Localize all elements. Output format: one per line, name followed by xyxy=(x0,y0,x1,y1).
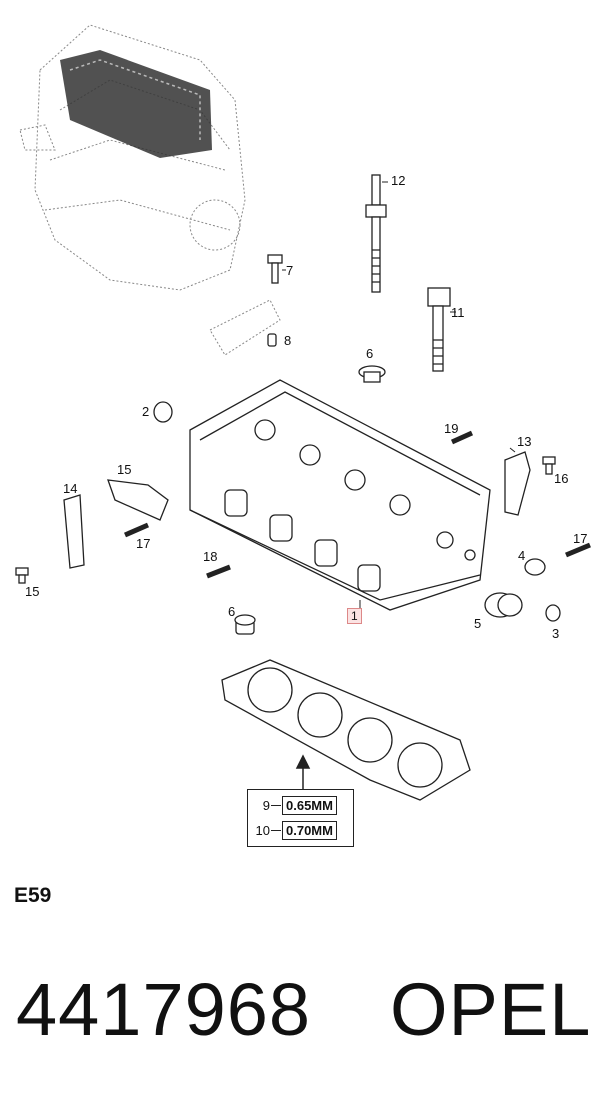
small-bolt xyxy=(267,254,283,284)
dowel-pin xyxy=(267,333,277,347)
bracket-15 xyxy=(107,479,169,521)
spec-dash xyxy=(271,829,281,831)
callout-12: 12 xyxy=(391,173,406,188)
callout-2: 2 xyxy=(142,404,150,419)
spec-dash xyxy=(271,804,281,806)
spec-thickness: 0.70MM xyxy=(282,820,337,840)
leader-lines xyxy=(282,181,516,608)
plug-5 xyxy=(484,592,523,618)
callout-7: 7 xyxy=(286,263,294,278)
spec-arrow xyxy=(295,754,311,789)
cylinder-head xyxy=(189,379,491,611)
callout-4: 4 xyxy=(518,548,526,563)
callout-6-bottom: 6 xyxy=(228,604,236,619)
bracket-14 xyxy=(63,494,85,569)
stud-18 xyxy=(206,564,231,579)
callout-13: 13 xyxy=(517,434,532,449)
seal-ring-3 xyxy=(545,604,561,622)
stud-19 xyxy=(450,430,474,445)
section-code: E59 xyxy=(14,884,52,907)
bracket-13 xyxy=(504,451,531,516)
callout-3: 3 xyxy=(552,626,560,641)
callout-8: 8 xyxy=(284,333,292,348)
callout-14: 14 xyxy=(63,481,78,496)
plug-bottom xyxy=(234,614,256,635)
callout-11: 11 xyxy=(451,305,465,320)
head-bolt-short xyxy=(427,287,451,372)
cylinder-head-highlight xyxy=(60,50,212,158)
brand-name: OPEL xyxy=(390,968,592,1051)
callout-19: 19 xyxy=(444,421,459,436)
spec-row: 9 0.65MM xyxy=(254,795,337,815)
callout-6-top: 6 xyxy=(366,346,374,361)
stud-17-right xyxy=(565,542,591,558)
callout-15-bottom: 15 xyxy=(25,584,40,599)
callout-15-top: 15 xyxy=(117,462,132,477)
seal-ring-4 xyxy=(524,558,546,576)
callout-18: 18 xyxy=(203,549,218,564)
seal-ring-2 xyxy=(153,401,173,423)
part-number: 4417968 xyxy=(16,968,312,1051)
head-gasket xyxy=(221,659,471,801)
callout-17-left: 17 xyxy=(136,536,151,551)
bolt-15 xyxy=(15,567,29,584)
stud-17-left xyxy=(124,522,149,538)
callout-17-right: 17 xyxy=(573,531,588,546)
callout-16: 16 xyxy=(554,471,569,486)
bolt-16 xyxy=(542,456,556,475)
plug-top xyxy=(358,365,386,383)
head-bolt-long xyxy=(365,174,387,293)
spec-row: 10 0.70MM xyxy=(254,820,337,840)
small-gasket-illustration xyxy=(209,299,281,356)
spec-thickness: 0.65MM xyxy=(282,795,337,815)
exploded-parts-diagram xyxy=(15,24,591,801)
callout-5: 5 xyxy=(474,616,482,631)
spec-item-number: 9 xyxy=(262,797,270,813)
callout-1: 1 xyxy=(347,608,362,624)
gasket-thickness-table: 9 0.65MM 10 0.70MM xyxy=(247,789,354,847)
spec-item-number: 10 xyxy=(255,822,270,838)
